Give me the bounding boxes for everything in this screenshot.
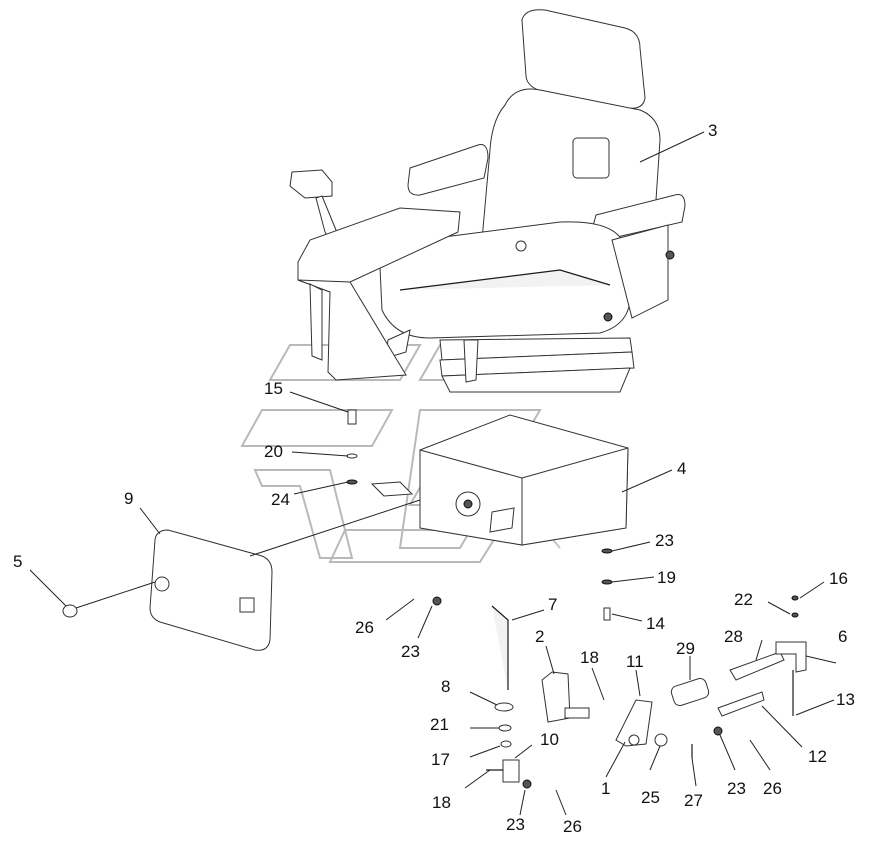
seat-assembly: [379, 9, 686, 393]
callout-4: 4: [677, 459, 686, 478]
callout-8: 8: [441, 677, 450, 696]
base-frame: [370, 414, 629, 546]
callout-28: 28: [724, 627, 743, 646]
callout-labels: 3 15 20 24 4 9 5 23 19 16 22 14 26 23 7 …: [13, 121, 855, 836]
callout-23c: 23: [727, 779, 746, 798]
callout-23d: 23: [506, 815, 525, 834]
callout-23a: 23: [655, 531, 674, 550]
callout-19: 19: [657, 568, 676, 587]
callout-29: 29: [676, 639, 695, 658]
callout-3: 3: [708, 121, 717, 140]
callout-15: 15: [264, 379, 283, 398]
callout-20: 20: [264, 442, 283, 461]
callout-24: 24: [271, 490, 290, 509]
callout-13: 13: [836, 690, 855, 709]
callout-10: 10: [540, 730, 559, 749]
callout-18b: 18: [432, 793, 451, 812]
linkage-assembly: [486, 641, 807, 783]
callout-26b: 26: [763, 779, 782, 798]
callout-17: 17: [431, 750, 450, 769]
callout-16: 16: [829, 569, 848, 588]
callout-5: 5: [13, 552, 22, 571]
callout-1: 1: [601, 779, 610, 798]
callout-23b: 23: [401, 642, 420, 661]
callout-2: 2: [535, 627, 544, 646]
callout-12: 12: [808, 747, 827, 766]
leader-lines: [29, 131, 837, 816]
callout-26c: 26: [563, 817, 582, 836]
control-rod: [491, 605, 509, 690]
cap-nut: [62, 604, 78, 618]
callout-21: 21: [430, 715, 449, 734]
callout-7: 7: [548, 595, 557, 614]
callout-11: 11: [626, 652, 644, 671]
callout-18a: 18: [580, 648, 599, 667]
callout-9: 9: [124, 489, 133, 508]
fasteners: [346, 409, 799, 789]
side-cover-panel: [149, 529, 273, 651]
callout-6: 6: [838, 627, 847, 646]
callout-27: 27: [684, 791, 703, 810]
callout-25: 25: [641, 788, 660, 807]
callout-26a: 26: [355, 618, 374, 637]
callout-22: 22: [734, 590, 753, 609]
callout-14: 14: [646, 614, 665, 633]
control-console: [289, 169, 461, 381]
